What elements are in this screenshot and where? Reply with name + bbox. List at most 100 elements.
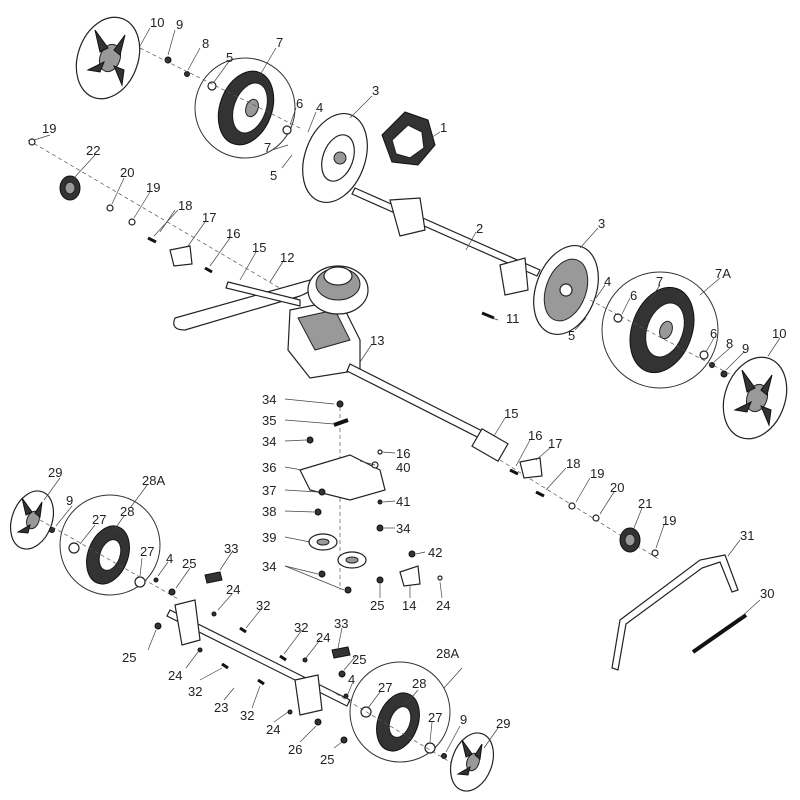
callout-6: 6 bbox=[296, 96, 303, 111]
callout-26: 26 bbox=[288, 742, 302, 757]
callout-41: 41 bbox=[396, 494, 410, 509]
callout-25: 25 bbox=[320, 752, 334, 767]
pin-16-left bbox=[204, 266, 213, 274]
callout-34: 34 bbox=[396, 521, 410, 536]
callout-9: 9 bbox=[460, 712, 467, 727]
callout-29: 29 bbox=[496, 716, 510, 731]
hubcap-rear-right bbox=[722, 356, 788, 440]
screw-11 bbox=[481, 311, 495, 320]
callout-19: 19 bbox=[42, 121, 56, 136]
nut-24-d bbox=[287, 709, 293, 715]
detail-circle-front-left-wheel bbox=[59, 494, 161, 596]
callout-30: 30 bbox=[760, 586, 774, 601]
callout-42: 42 bbox=[428, 545, 442, 560]
callout-27: 27 bbox=[92, 512, 106, 527]
pulley bbox=[307, 265, 369, 315]
nut-24-a bbox=[211, 611, 217, 617]
callout-20: 20 bbox=[120, 165, 134, 180]
washer-8-left bbox=[184, 71, 190, 77]
callout-39: 39 bbox=[262, 530, 276, 545]
wheel-front-left bbox=[86, 525, 130, 585]
callout-2: 2 bbox=[476, 221, 483, 236]
callout-9: 9 bbox=[66, 493, 73, 508]
callout-4: 4 bbox=[316, 100, 323, 115]
callout-6: 6 bbox=[710, 326, 717, 341]
bolt-16-center bbox=[377, 449, 383, 455]
detail-circle-rear-left-wheel bbox=[194, 57, 296, 159]
callout-19: 19 bbox=[590, 466, 604, 481]
bolt-32-b bbox=[279, 654, 287, 662]
washer-20-right bbox=[592, 514, 600, 522]
callout-28A: 28A bbox=[142, 473, 165, 488]
callout-10: 10 bbox=[772, 326, 786, 341]
callout-3: 3 bbox=[598, 216, 605, 231]
nut-9-right bbox=[720, 370, 728, 378]
wheel-rear-right bbox=[629, 286, 695, 374]
drive-shaft-13 bbox=[346, 363, 501, 448]
callout-25: 25 bbox=[122, 650, 136, 665]
callout-5: 5 bbox=[270, 168, 277, 183]
nut-6-left bbox=[282, 125, 292, 135]
callout-28: 28 bbox=[120, 504, 134, 519]
bolt-41 bbox=[377, 499, 383, 505]
axis-front-left-wheel bbox=[39, 519, 181, 601]
hubcap-front-right bbox=[449, 732, 495, 792]
nut-24-c bbox=[302, 657, 308, 663]
pin-16-right bbox=[509, 468, 519, 476]
nut-34-a bbox=[336, 400, 344, 408]
callout-25: 25 bbox=[182, 556, 196, 571]
callout-5: 5 bbox=[226, 50, 233, 65]
callout-9: 9 bbox=[742, 341, 749, 356]
callout-33: 33 bbox=[224, 541, 238, 556]
nut-34-c bbox=[376, 524, 384, 532]
callout-7A: 7A bbox=[715, 266, 731, 281]
nut-9-front-left bbox=[49, 527, 55, 533]
callout-18: 18 bbox=[566, 456, 580, 471]
callout-7: 7 bbox=[264, 140, 271, 155]
bolt-38 bbox=[314, 508, 322, 516]
handle-bar-31 bbox=[611, 554, 739, 671]
callout-4: 4 bbox=[166, 551, 173, 566]
detail-circle-rear-right-wheel bbox=[601, 271, 719, 389]
callout-25: 25 bbox=[352, 652, 366, 667]
callout-32: 32 bbox=[256, 598, 270, 613]
callout-7: 7 bbox=[656, 274, 663, 289]
callout-34: 34 bbox=[262, 392, 276, 407]
callout-33: 33 bbox=[334, 616, 348, 631]
bearing-27-right-b bbox=[424, 742, 436, 754]
callout-15: 15 bbox=[504, 406, 518, 421]
bolt-37 bbox=[318, 488, 326, 496]
callout-27: 27 bbox=[378, 680, 392, 695]
callout-4: 4 bbox=[604, 274, 611, 289]
callout-3: 3 bbox=[372, 83, 379, 98]
callout-4: 4 bbox=[348, 672, 355, 687]
callout-25: 25 bbox=[370, 598, 384, 613]
callout-18: 18 bbox=[178, 198, 192, 213]
callout-28A: 28A bbox=[436, 646, 459, 661]
height-lever-handle bbox=[381, 111, 436, 166]
axle-bracket bbox=[389, 197, 426, 237]
callout-24: 24 bbox=[266, 722, 280, 737]
nut-24-center bbox=[437, 575, 443, 581]
callout-29: 29 bbox=[48, 465, 62, 480]
callout-10: 10 bbox=[150, 15, 164, 30]
callout-5: 5 bbox=[568, 328, 575, 343]
callout-36: 36 bbox=[262, 460, 276, 475]
nut-9-front-right bbox=[441, 753, 447, 759]
bearing-27-left-a bbox=[68, 542, 80, 554]
callout-1: 1 bbox=[440, 120, 447, 135]
screw-25-b bbox=[154, 622, 162, 630]
washer-5-left bbox=[207, 81, 217, 91]
callout-14: 14 bbox=[402, 598, 416, 613]
washer-20-left bbox=[106, 204, 114, 212]
callout-17: 17 bbox=[548, 436, 562, 451]
clamp-14 bbox=[399, 565, 421, 587]
washer-right bbox=[699, 350, 709, 360]
callout-labels: 10 9 8 5 7 6 4 3 1 7 5 2 3 4 5 11 6 7 7A… bbox=[42, 15, 786, 767]
hubcap-front-left bbox=[9, 490, 55, 550]
callout-24: 24 bbox=[168, 668, 182, 683]
screw-25-center bbox=[376, 576, 384, 584]
wheel-rear-left bbox=[217, 70, 275, 146]
idler-pulley-39 bbox=[308, 533, 367, 569]
